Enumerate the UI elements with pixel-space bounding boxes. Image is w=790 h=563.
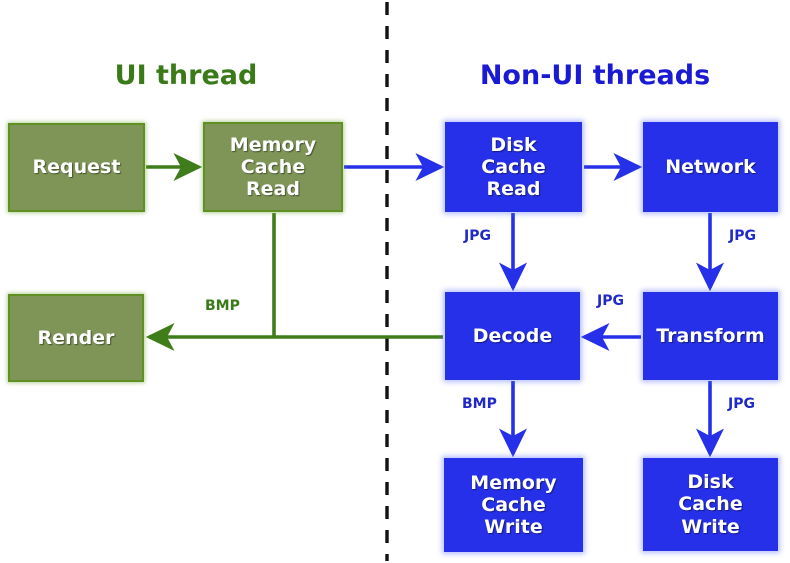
node-request[interactable]: Request <box>8 123 145 212</box>
node-render[interactable]: Render <box>8 294 144 382</box>
node-disk-cache-write[interactable]: Disk Cache Write <box>643 458 778 551</box>
node-disk-cache-read[interactable]: Disk Cache Read <box>445 122 582 212</box>
edge-label-jpg-transform-to-disk-cache-write: JPG <box>728 396 755 412</box>
edge-label-jpg-transform-to-decode: JPG <box>597 293 624 309</box>
node-memory-cache-write[interactable]: Memory Cache Write <box>444 458 583 552</box>
edge-label-jpg-network-to-transform: JPG <box>729 228 756 244</box>
edge-label-bmp-decode-to-render: BMP <box>205 298 240 314</box>
section-title-ui-thread: UI thread <box>114 60 258 91</box>
edge-label-bmp-decode-to-memory-cache-write: BMP <box>462 396 497 412</box>
node-memory-cache-read[interactable]: Memory Cache Read <box>203 122 343 212</box>
node-transform[interactable]: Transform <box>643 292 778 380</box>
section-title-non-ui-threads: Non-UI threads <box>479 60 711 91</box>
node-decode[interactable]: Decode <box>445 292 580 380</box>
node-network[interactable]: Network <box>643 122 778 212</box>
edge-label-jpg-disk-cache-read-to-decode: JPG <box>464 228 491 244</box>
